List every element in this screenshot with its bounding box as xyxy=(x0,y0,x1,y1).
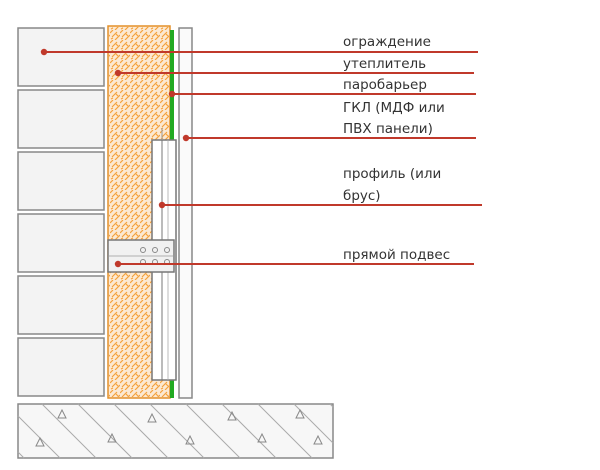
floor-hatch-line xyxy=(113,403,169,459)
floor-hatch-line xyxy=(257,403,313,459)
leader-insulation xyxy=(114,69,474,77)
floor-hatch-line xyxy=(41,403,97,459)
floor-hatch-line xyxy=(149,403,205,459)
floor-hatch-line xyxy=(17,451,25,459)
leader-enclosure xyxy=(40,48,478,56)
floor-aggregate-mark xyxy=(295,408,305,419)
brick xyxy=(17,275,105,335)
brick xyxy=(17,337,105,397)
brick xyxy=(17,27,105,87)
floor-aggregate-mark xyxy=(57,408,67,419)
floor-hatch-line xyxy=(185,403,241,459)
floor-aggregate-mark xyxy=(147,412,157,423)
label-hanger: прямой подвес xyxy=(343,247,450,263)
masonry-wall xyxy=(17,27,105,397)
label-drywall-line2: ПВХ панели) xyxy=(343,121,433,137)
label-enclosure: ограждение xyxy=(343,34,431,50)
brick xyxy=(17,89,105,149)
label-profile-line1: профиль (или xyxy=(343,166,441,182)
floor-aggregate-mark xyxy=(185,434,195,445)
floor-hatch-line xyxy=(17,415,61,459)
label-insulation: утеплитель xyxy=(343,56,426,72)
brick xyxy=(17,151,105,211)
direct-hanger xyxy=(107,239,175,273)
leader-drywall xyxy=(182,134,476,142)
leader-vapor-barrier xyxy=(168,90,476,98)
floor-hatch-line xyxy=(329,403,334,408)
label-drywall-line1: ГКЛ (МДФ или xyxy=(343,100,445,116)
leader-profile xyxy=(158,201,482,209)
brick xyxy=(17,213,105,273)
floor-hatch-line xyxy=(77,403,133,459)
floor-aggregate-mark xyxy=(35,436,45,447)
leader-hanger xyxy=(114,260,474,268)
floor-aggregate-mark xyxy=(227,410,237,421)
floor-aggregate-mark xyxy=(107,432,117,443)
floor-aggregate-mark xyxy=(313,434,323,445)
label-profile-line2: брус) xyxy=(343,188,381,204)
floor-slab xyxy=(17,403,334,459)
label-vapor-barrier: паробарьер xyxy=(343,77,427,93)
floor-aggregate-mark xyxy=(257,432,267,443)
drywall-layer xyxy=(178,27,193,399)
